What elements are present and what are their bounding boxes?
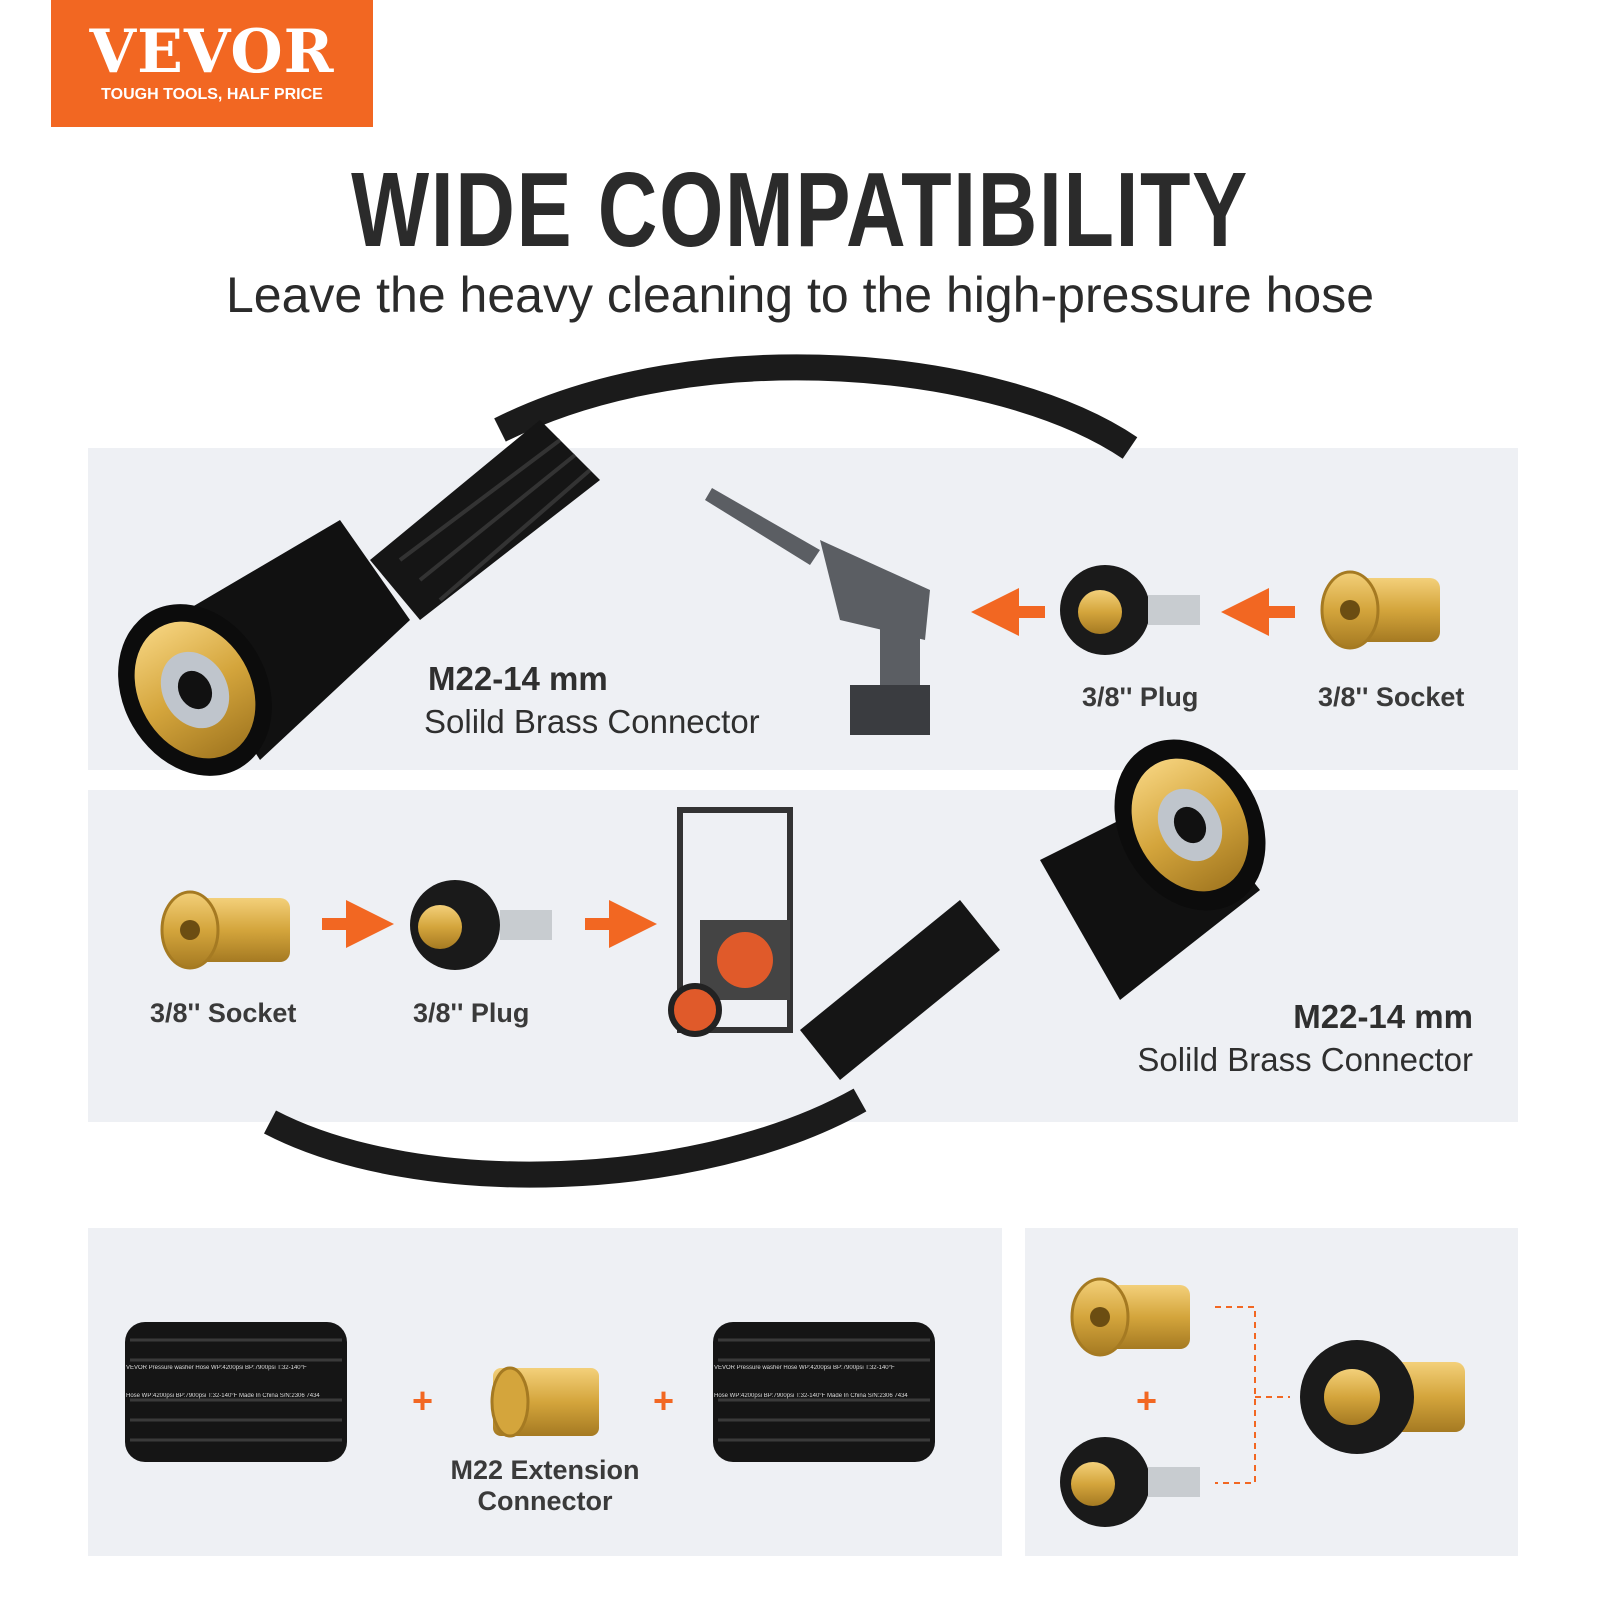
plug-fitting-top [1060,565,1200,655]
socket-fitting-middle [160,890,290,970]
assembled-fitting [1300,1340,1465,1454]
extension-label: M22 Extension Connector [420,1455,670,1517]
page-title: WIDE COMPATIBILITY [351,151,1249,269]
logo-tagline: TOUGH TOOLS, HALF PRICE [101,86,323,103]
plus-sign: + [1136,1380,1158,1421]
hose-coil-right [713,1322,935,1462]
socket-fitting-bottom-right [1070,1277,1190,1357]
top-connector-size: M22-14 mm [428,660,608,697]
plus-sign: + [412,1380,434,1421]
hose [264,1088,867,1188]
middle-connector-desc: Solild Brass Connector [1137,1041,1473,1078]
m22-connector-top [118,420,600,776]
top-socket-label: 3/8'' Socket [1318,682,1465,712]
hose-coil-left [125,1322,347,1462]
cordless-spray-gun-image [705,488,930,735]
page-subtitle: Leave the heavy cleaning to the high-pre… [226,267,1374,323]
hose-print: VEVOR Pressure washer Hose WP:4200psi BP… [126,1365,307,1371]
hose-print: Hose WP:4200psi BP:7900psi T:32-140°F Ma… [126,1393,320,1399]
logo-brand: VEVOR [89,17,335,87]
middle-socket-label: 3/8'' Socket [150,998,297,1028]
pressure-washer-image [668,807,793,1037]
m22-connector-bottom [800,739,1266,1080]
middle-panel [88,790,1518,1122]
hose [494,354,1138,459]
hose-print: Hose WP:4200psi BP:7900psi T:32-140°F Ma… [714,1393,908,1399]
middle-connector-size: M22-14 mm [1293,998,1473,1035]
top-plug-label: 3/8'' Plug [1082,682,1199,712]
hose-print: VEVOR Pressure washer Hose WP:4200psi BP… [714,1365,895,1371]
plug-fitting-bottom-right [1060,1437,1200,1527]
extension-label-line2: Connector [477,1486,613,1516]
plug-fitting-middle [410,880,552,970]
socket-fitting-top [1320,570,1440,650]
plus-sign: + [653,1380,675,1421]
middle-plug-label: 3/8'' Plug [413,998,530,1028]
top-connector-desc: Solild Brass Connector [424,703,760,740]
extension-label-line1: M22 Extension [450,1455,640,1485]
m22-extension-connector [490,1366,599,1438]
bracket-connector-line [1215,1306,1290,1484]
vevor-logo: VEVOR TOUGH TOOLS, HALF PRICE [51,0,373,127]
